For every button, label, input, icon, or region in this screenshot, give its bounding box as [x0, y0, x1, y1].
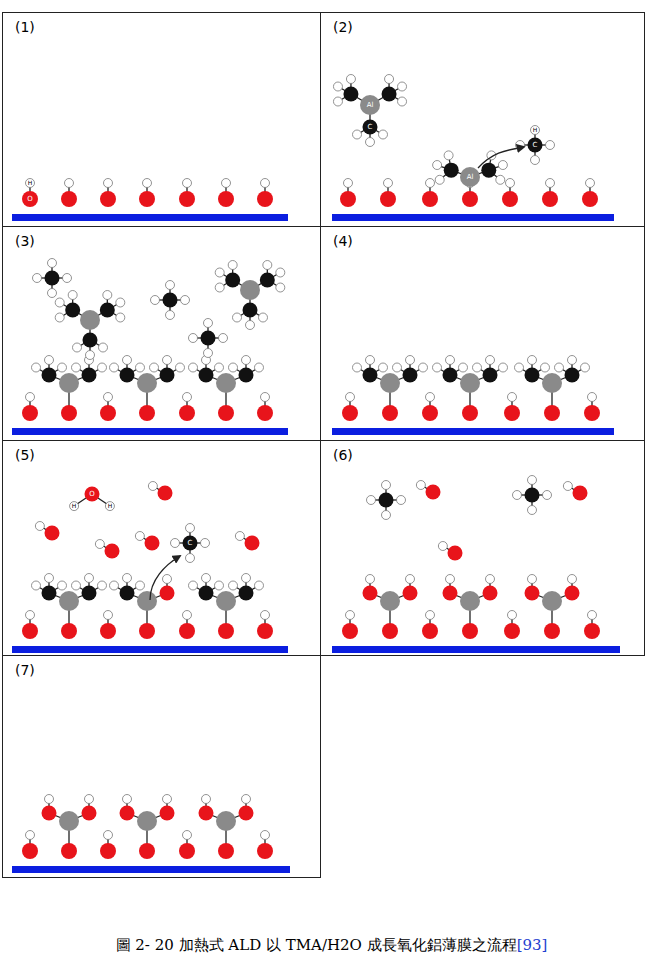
atom-symbol: C [362, 122, 378, 132]
step-panel: (7) [2, 655, 321, 878]
figure-caption: 圖 2- 20 加熱式 ALD 以 TMA/H2O 成長氧化鋁薄膜之流程[93] [0, 936, 663, 953]
atom-symbol: H [527, 125, 543, 135]
step-number: (6) [333, 447, 353, 463]
step-panel: (4) [320, 226, 645, 441]
atom-symbol: O [84, 489, 100, 499]
atom-symbol: H [102, 501, 118, 511]
step-number: (3) [15, 233, 35, 249]
caption-text: 圖 2- 20 加熱式 ALD 以 TMA/H2O 成長氧化鋁薄膜之流程 [116, 936, 517, 953]
step-number: (1) [15, 19, 35, 35]
atom-symbol: C [182, 538, 198, 548]
reference-number: [93] [517, 936, 548, 953]
step-number: (5) [15, 447, 35, 463]
step-number: (4) [333, 233, 353, 249]
atom-symbol: C [527, 140, 543, 150]
step-panel: (2) [320, 12, 645, 227]
step-number: (2) [333, 19, 353, 35]
atom-symbol: O [22, 194, 38, 204]
atom-symbol: H [22, 178, 38, 188]
atom-symbol: H [66, 501, 82, 511]
step-number: (7) [15, 662, 35, 678]
step-panel: (1) [2, 12, 321, 227]
step-panel: (3) [2, 226, 321, 441]
step-panel: (6) [320, 440, 645, 656]
atom-symbol: Al [362, 100, 378, 110]
atom-symbol: Al [462, 172, 478, 182]
step-panel: (5) [2, 440, 321, 656]
